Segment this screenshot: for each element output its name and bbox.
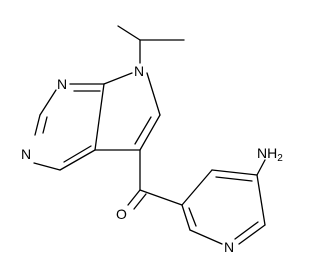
bond-c4-c5 [211, 169, 258, 176]
bond-c4-c5-double [215, 176, 253, 182]
bond-c2-n-double [42, 116, 48, 134]
bond-c6-c5 [139, 114, 161, 151]
bond-n-c7a [103, 72, 133, 85]
bond-c6-c5-double [134, 116, 152, 145]
bond-c2-c3 [181, 204, 191, 231]
bond-c6-n [238, 224, 266, 245]
bond-carbonyl-o-double [133, 193, 147, 210]
carbonyl-group [127, 149, 183, 210]
bond-c6-n-double [234, 221, 259, 240]
bond-c2-c3-double [188, 207, 197, 227]
amine-label: NH [257, 145, 277, 161]
bond-ch-methyl-left [117, 25, 141, 41]
pyrimidine-ring [33, 83, 105, 171]
bond-c3-c4 [181, 169, 213, 206]
bond-c5-amine [256, 159, 266, 176]
atom-n-pyrimidine-left: N [21, 146, 31, 162]
isopropyl-group [117, 25, 185, 64]
bond-c4-c4a [59, 149, 96, 171]
bond-c5-c6 [256, 174, 266, 226]
bond-n-c4 [33, 162, 61, 171]
pyridine-ring [181, 159, 266, 245]
bond-n-c2 [39, 89, 57, 116]
atom-n-pyridine: N [224, 239, 234, 255]
bond-c2-n [34, 114, 41, 136]
atom-o-carbonyl: O [116, 206, 127, 222]
atom-n-pyrrole: N [134, 63, 144, 79]
atom-amine: NH2 [257, 145, 283, 164]
bond-c4a-c7a [94, 83, 105, 151]
bond-c4-c4a-double [63, 145, 92, 163]
bond-n-c6 [146, 72, 161, 116]
bond-carbonyl-o [127, 189, 141, 206]
bond-n-c2 [189, 229, 223, 245]
pyrrole-ring [94, 72, 161, 151]
bond-carbonyl-pyridine [139, 189, 183, 206]
atom-n-pyrimidine-top: N [57, 76, 67, 92]
amine-subscript: 2 [277, 153, 283, 164]
